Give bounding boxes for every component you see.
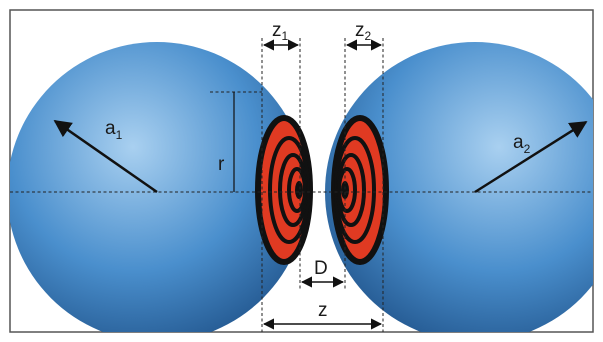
label-z: z [318, 300, 328, 321]
label-z1: z1 [272, 20, 289, 43]
left-sphere [10, 42, 307, 332]
radius-a2-arrow [474, 120, 588, 194]
label-a2: a2 [513, 132, 531, 156]
label-a1: a1 [105, 118, 123, 142]
radius-a1-arrow [53, 119, 158, 194]
right-contact-cap [331, 115, 389, 265]
label-r: r [218, 154, 225, 175]
right-sphere [325, 42, 593, 332]
label-z2: z2 [355, 20, 372, 43]
label-D: D [314, 258, 328, 279]
left-contact-cap [255, 115, 313, 265]
